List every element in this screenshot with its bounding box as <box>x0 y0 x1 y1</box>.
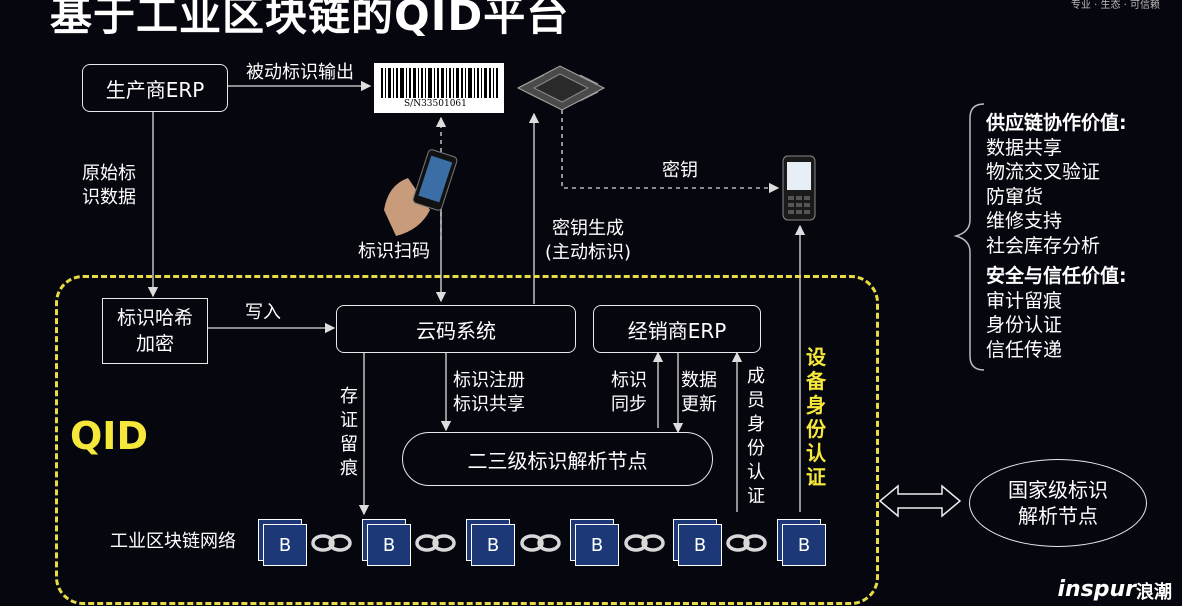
panel-brace <box>953 103 985 371</box>
supply-chain-item: 社会库存分析 <box>986 234 1101 257</box>
resolution-node: 二三级标识解析节点 <box>402 432 713 486</box>
hash-encrypt-node: 标识哈希 加密 <box>102 298 208 364</box>
handheld-terminal-icon <box>782 155 816 221</box>
key-label: 密钥 <box>662 160 698 181</box>
tagline: 专业 · 生态 · 可信赖 <box>1070 0 1160 11</box>
raw-data-label: 原始标 识数据 <box>82 163 136 208</box>
block: B <box>570 519 619 566</box>
block: B <box>258 519 307 566</box>
brand-logo-cn: 浪潮 <box>1136 582 1172 603</box>
block: B <box>362 519 411 566</box>
supply-chain-item: 维修支持 <box>986 210 1063 232</box>
sync-label: 标识 同步 <box>611 370 647 415</box>
barcode-serial: S/N33501061 <box>404 99 467 109</box>
trust-item: 信任传递 <box>986 338 1063 361</box>
arrow-key <box>561 110 780 194</box>
qid-label: QID <box>70 414 148 458</box>
chain-links <box>311 534 767 552</box>
trust-title: 安全与信任价值: <box>986 265 1127 287</box>
block: B <box>777 519 826 566</box>
block: B <box>466 519 515 566</box>
keygen-label: 密钥生成 (主动标识) <box>545 218 632 263</box>
evidence-label: 存证留痕 <box>340 386 358 479</box>
manufacturer-erp-node: 生产商ERP <box>82 64 228 112</box>
member-auth-label: 成员身份认证 <box>747 366 765 507</box>
barcode-icon <box>374 63 504 113</box>
dealer-erp-node: 经销商ERP <box>593 305 761 353</box>
trust-item: 审计留痕 <box>986 289 1063 312</box>
phone-scan-icon <box>384 149 458 236</box>
register-share-label: 标识注册 标识共享 <box>453 370 525 415</box>
page-title: 基于工业区块链的QID平台 <box>50 0 570 40</box>
supply-chain-item: 防窜货 <box>986 185 1044 208</box>
passive-output-label: 被动标识输出 <box>246 62 354 83</box>
supply-chain-title: 供应链协作价值: <box>986 112 1127 134</box>
blockchain-network-label: 工业区块链网络 <box>110 531 236 552</box>
values-panel: 供应链协作价值: 数据共享 物流交叉验证 防窜货 维修支持 社会库存分析 安全与… <box>986 111 1127 362</box>
update-label: 数据 更新 <box>681 370 717 415</box>
device-auth-label: 设备身份认证 <box>806 345 826 489</box>
bidirectional-arrow <box>878 484 962 518</box>
supply-chain-item: 物流交叉验证 <box>986 161 1101 183</box>
supply-chain-item: 数据共享 <box>986 136 1063 159</box>
write-label: 写入 <box>245 302 281 323</box>
trust-item: 身份认证 <box>986 314 1063 336</box>
block: B <box>673 519 722 566</box>
brand-logo: inspur <box>1057 577 1136 602</box>
chip-icon <box>516 65 606 111</box>
qid-boundary <box>55 275 879 605</box>
national-resolution-node: 国家级标识 解析节点 <box>969 459 1147 547</box>
cloud-code-node: 云码系统 <box>336 305 576 353</box>
scan-label: 标识扫码 <box>358 241 430 262</box>
